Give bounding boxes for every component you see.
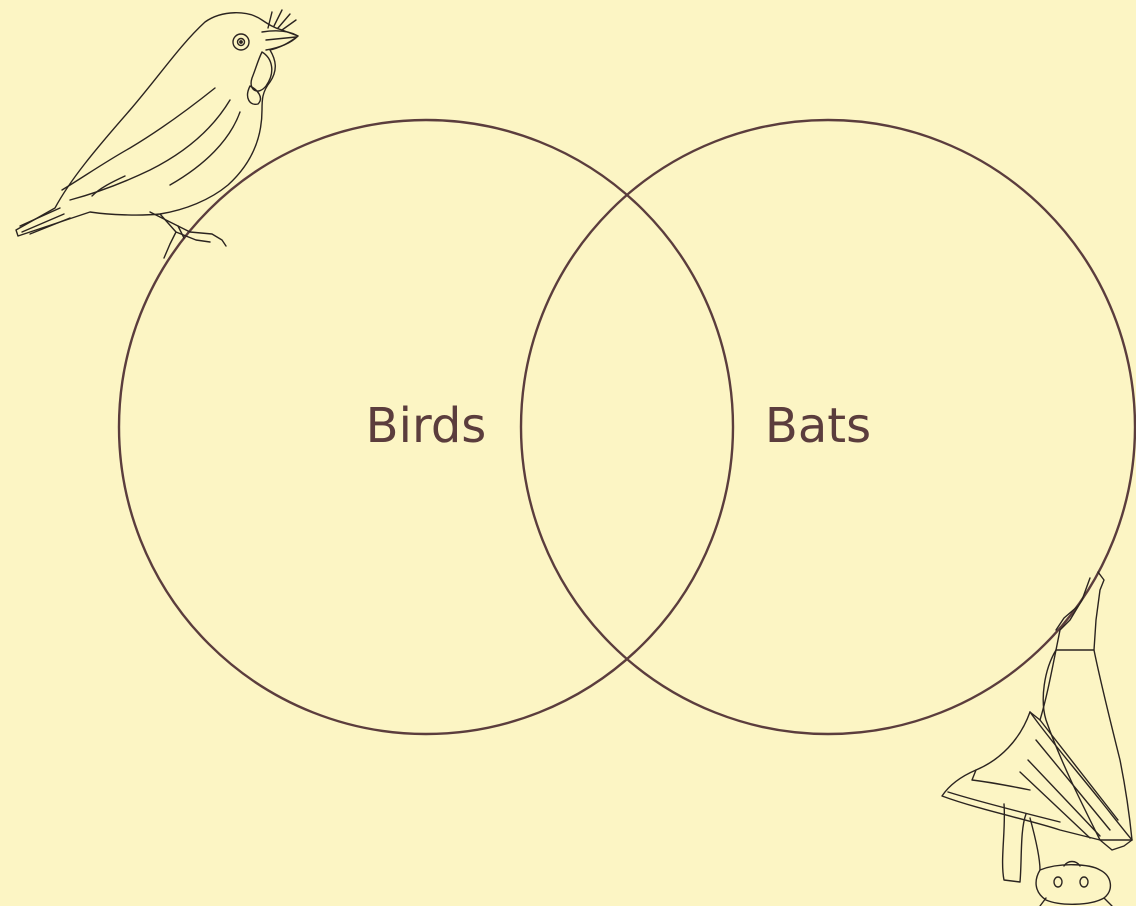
birds-set-label: Birds	[366, 398, 487, 454]
bats-set-label: Bats	[765, 398, 871, 454]
bat-icon	[942, 572, 1132, 906]
bird-icon	[16, 10, 298, 258]
